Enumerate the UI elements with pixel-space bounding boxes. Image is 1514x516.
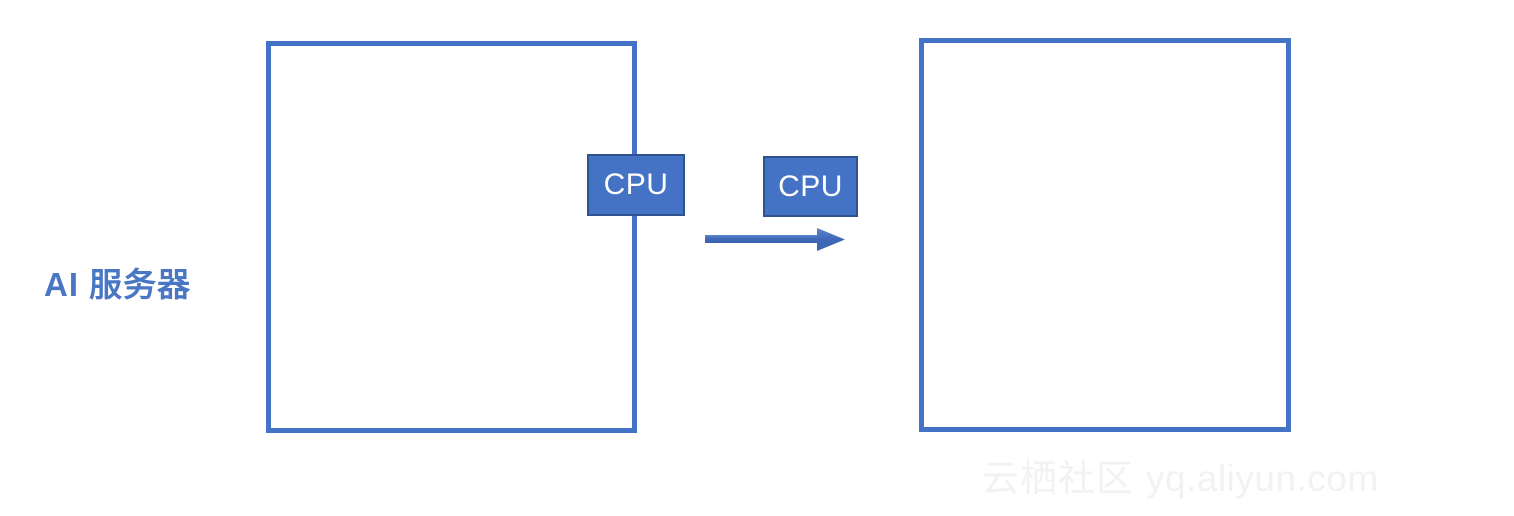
page-title: AI 服务器 bbox=[44, 266, 192, 303]
watermark-site-text: yq.aliyun.com bbox=[1146, 458, 1379, 499]
cpu-block: CPU bbox=[587, 154, 685, 216]
watermark: 云栖社区 yq.aliyun.com bbox=[982, 455, 1379, 503]
watermark-chinese-text: 云栖社区 bbox=[982, 458, 1134, 499]
cpu-block: CPU bbox=[763, 156, 858, 217]
right-arrow-icon bbox=[705, 218, 855, 263]
server-chassis-after: CPU CPU GPU GPU GPU GPU bbox=[919, 38, 1291, 432]
server-chassis-before: CPU CPU bbox=[266, 41, 858, 433]
